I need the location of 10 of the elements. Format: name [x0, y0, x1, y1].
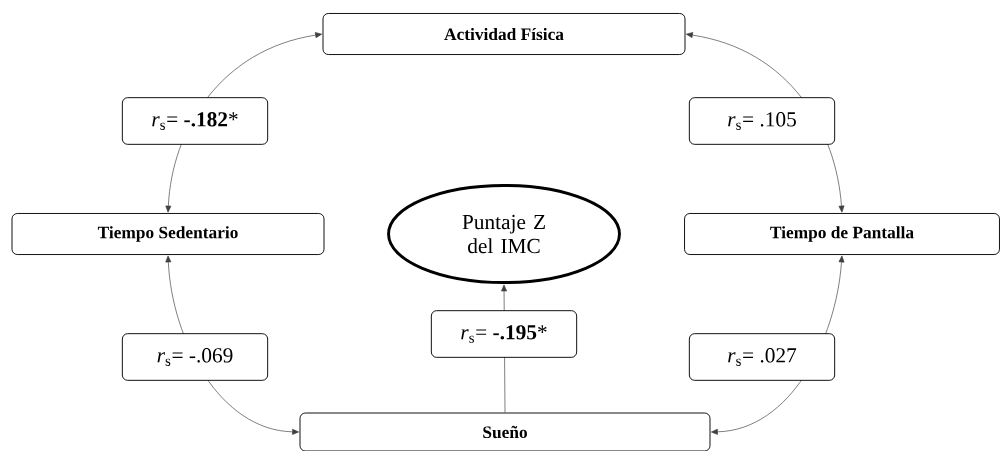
edge-label: r$_{s}$= -.182*	[121, 97, 269, 145]
edge-label: r$_{s}$= .105	[688, 97, 836, 145]
edge-label: r$_{s}$= .027	[688, 333, 836, 381]
variable-box: Actividad Física	[322, 13, 686, 55]
edge-label: r$_{s}$= -.069	[121, 333, 269, 381]
variable-box: Tiempo de Pantalla	[684, 213, 1000, 255]
ellipse-node: Puntaje Z del IMC	[387, 184, 621, 284]
edge-label: r$_{s}$= -.195*	[430, 310, 578, 358]
variable-box: Tiempo Sedentario	[11, 213, 325, 255]
variable-box: Sueño	[299, 412, 711, 451]
